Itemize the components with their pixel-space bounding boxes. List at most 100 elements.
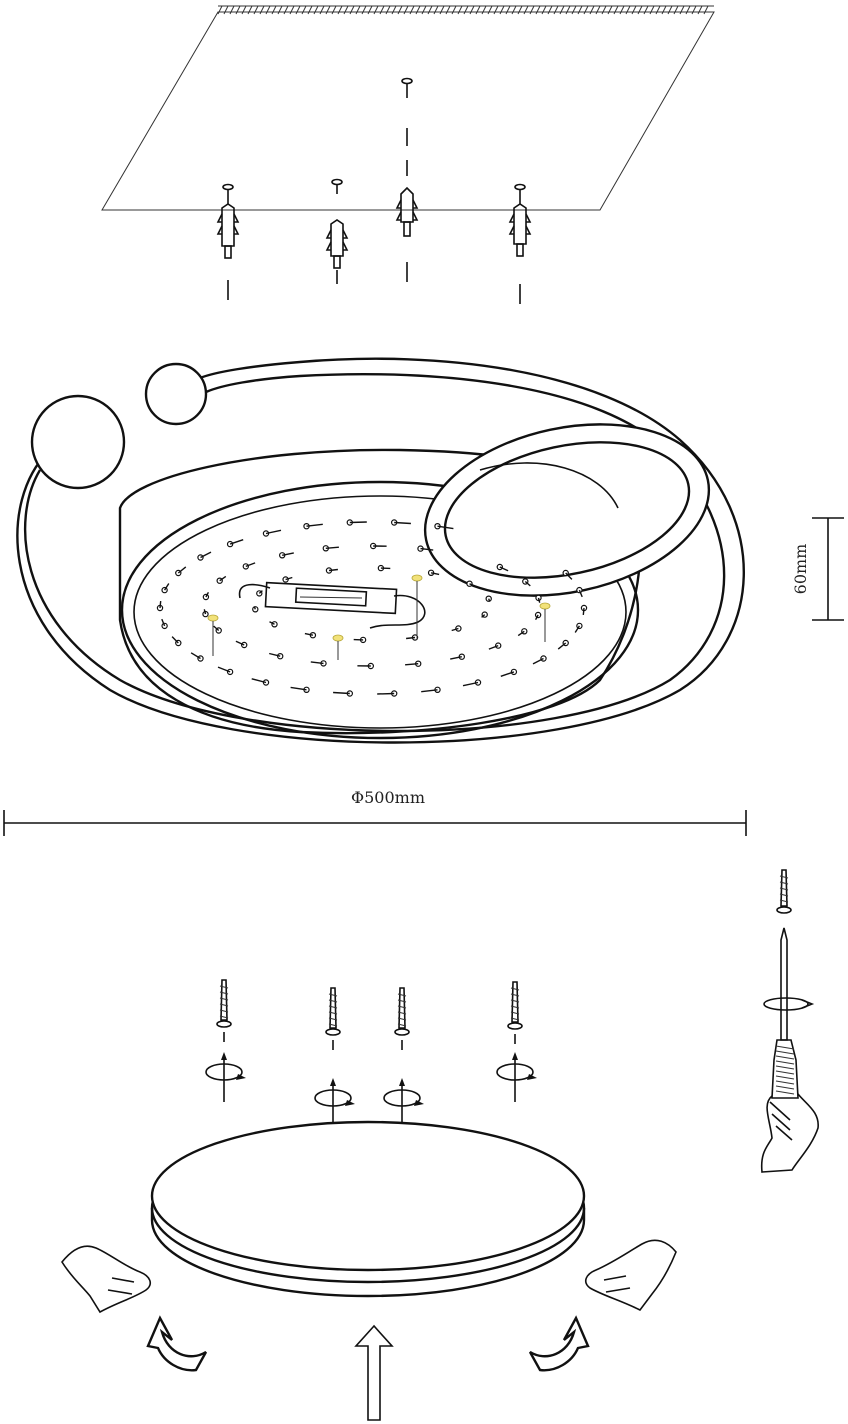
hatch-tick [487, 5, 493, 15]
hand-icon [760, 1093, 819, 1173]
hatch-tick [379, 5, 385, 15]
body-plate-outer [120, 480, 640, 740]
led-dash [421, 689, 438, 693]
hatch-tick [703, 5, 709, 15]
hatch-tick [673, 5, 679, 15]
led-dash [565, 572, 573, 580]
hatch-tick [403, 5, 409, 15]
grip-line [775, 1045, 795, 1050]
hatch-tick [667, 5, 673, 15]
cover-screw-3 [383, 987, 424, 1128]
cover-attach-step [61, 869, 819, 1421]
hatch-tick [493, 5, 499, 15]
hatch-tick [655, 5, 661, 15]
hatch-tick [355, 5, 361, 15]
led-dash [245, 562, 256, 568]
led-dash [258, 590, 263, 594]
led-dash [500, 671, 515, 677]
led-dash [217, 666, 231, 673]
hatch-tick [541, 5, 547, 15]
hatch-tick [283, 5, 289, 15]
wall-anchor-4 [508, 183, 532, 304]
hatch-tick [481, 5, 487, 15]
hatch-tick [319, 5, 325, 15]
hatch-tick [295, 5, 301, 15]
hatch-tick [415, 5, 421, 15]
globe-large [30, 394, 126, 490]
mounting-plate [101, 11, 715, 211]
led-dash [430, 572, 440, 576]
hatch-tick [535, 5, 541, 15]
hatch-tick [301, 5, 307, 15]
globe-small [144, 362, 208, 426]
cover-screw-4 [496, 981, 537, 1102]
standing-ring-outer [423, 423, 711, 597]
led-driver [238, 581, 426, 629]
grip-line [775, 1065, 795, 1070]
cover-screws [205, 979, 537, 1128]
hatch-tick [439, 5, 445, 15]
body-rim [118, 448, 642, 735]
hatch-tick [547, 5, 553, 15]
rotate-arrow-icon [383, 1089, 421, 1107]
hatch-tick [445, 5, 451, 15]
height-dimension: 60mm [791, 517, 844, 621]
led-dash [582, 607, 585, 615]
hatch-tick [649, 5, 655, 15]
body-plate-inner [133, 495, 627, 729]
grip-line [775, 1060, 795, 1065]
hatch-tick [265, 5, 271, 15]
hatch-tick [601, 5, 607, 15]
led-dash [251, 678, 267, 684]
led-dash [161, 618, 166, 627]
led-dash [333, 691, 350, 695]
rotate-arrow-icon [314, 1089, 352, 1107]
hatch-tick [397, 5, 403, 15]
hatch-tick [679, 5, 685, 15]
hatch-tick [499, 5, 505, 15]
led-dash [269, 621, 275, 625]
hatch-tick [367, 5, 373, 15]
wall-anchor-3 [395, 77, 419, 282]
led-dash [306, 523, 323, 527]
led-dash [420, 547, 434, 551]
rotate-arrow-icon [763, 997, 809, 1011]
hatch-tick [463, 5, 469, 15]
led-dash [219, 575, 227, 582]
led-dash [406, 636, 416, 640]
hatch-tick [505, 5, 511, 15]
led-dash [349, 521, 367, 524]
cover-screw-2 [314, 987, 355, 1128]
hatch-tick [619, 5, 625, 15]
led-dash [517, 630, 525, 637]
diameter-label: Φ500mm [351, 788, 425, 807]
grip-line [775, 1085, 795, 1090]
hatch-tick [289, 5, 295, 15]
grip-line [775, 1090, 795, 1095]
led-dash [578, 589, 583, 598]
led-dash [450, 656, 462, 660]
led-dash [213, 625, 220, 632]
hatch-tick [589, 5, 595, 15]
led-dash [325, 546, 339, 549]
hatch-tick [559, 5, 565, 15]
led-markers [207, 574, 551, 660]
led-dash [451, 627, 459, 632]
led-dash [190, 652, 201, 660]
hatch-tick [631, 5, 637, 15]
hatch-tick [385, 5, 391, 15]
hatch-tick [685, 5, 691, 15]
led-dash [534, 614, 539, 621]
hatch-tick [607, 5, 613, 15]
led-dash [253, 606, 256, 610]
hatch-tick [343, 5, 349, 15]
led-dash [229, 539, 244, 545]
hatch-tick [277, 5, 283, 15]
ceiling-hatch [217, 5, 714, 15]
hatch-tick [697, 5, 703, 15]
hatch-tick [511, 5, 517, 15]
led-dash [557, 642, 567, 650]
led-dash [200, 551, 212, 559]
led-dash [285, 576, 293, 581]
hatch-tick [373, 5, 379, 15]
